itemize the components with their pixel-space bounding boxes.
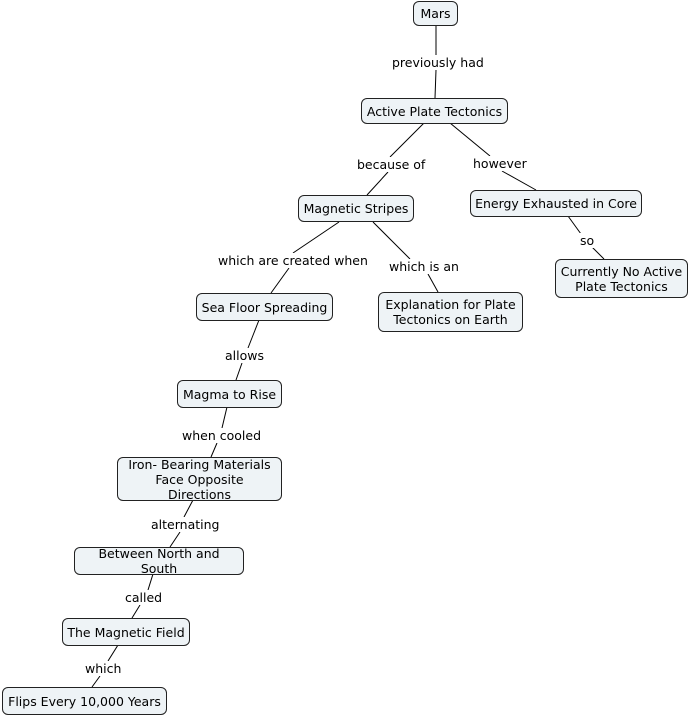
- link-called: called: [123, 590, 165, 605]
- edge-created-when-to-sea-floor: [270, 267, 290, 294]
- edge-because-of-to-stripes: [366, 171, 389, 196]
- edge-when-cooled-to-iron: [210, 442, 218, 458]
- link-allows: allows: [223, 348, 266, 363]
- edge-so-to-currently: [591, 246, 605, 260]
- edge-which-to-flips: [91, 675, 101, 688]
- edge-active-to-because-of: [389, 122, 425, 158]
- edge-magnetic-field-to-which: [107, 644, 119, 662]
- node-explanation[interactable]: Explanation for Plate Tectonics on Earth: [378, 292, 523, 332]
- node-magnetic-stripes[interactable]: Magnetic Stripes: [298, 195, 414, 222]
- node-between-north-south[interactable]: Between North and South: [74, 546, 244, 576]
- node-iron-bearing-label: Iron- Bearing Materials Face Opposite Di…: [128, 456, 271, 502]
- node-energy-exhausted[interactable]: Energy Exhausted in Core: [470, 190, 642, 217]
- node-magnetic-stripes-label: Magnetic Stripes: [303, 201, 409, 216]
- node-energy-exhausted-label: Energy Exhausted in Core: [475, 196, 637, 211]
- edge-active-to-however: [449, 122, 491, 157]
- node-mars[interactable]: Mars: [413, 1, 458, 26]
- edge-between-to-called: [147, 573, 154, 591]
- node-active-plate-tectonics[interactable]: Active Plate Tectonics: [361, 98, 508, 124]
- link-which: which: [83, 661, 124, 676]
- node-magma-to-rise-label: Magma to Rise: [182, 386, 277, 402]
- link-which-are-created-when: which are created when: [216, 253, 370, 268]
- link-however: however: [471, 156, 529, 171]
- node-sea-floor-spreading-label: Sea Floor Spreading: [201, 299, 328, 315]
- node-magnetic-field-label: The Magnetic Field: [67, 624, 185, 640]
- link-because-of: because of: [355, 157, 428, 172]
- link-which-is-an: which is an: [387, 259, 461, 274]
- node-active-plate-tectonics-label: Active Plate Tectonics: [366, 103, 503, 119]
- link-so: so: [578, 233, 597, 248]
- edge-called-to-magnetic-field: [131, 604, 141, 619]
- node-flips-label: Flips Every 10,000 Years: [8, 693, 161, 709]
- edge-energy-to-so: [567, 215, 582, 235]
- edge-stripes-to-created-when: [292, 221, 340, 254]
- edge-which-is-an-to-explanation: [427, 273, 439, 293]
- edge-alternating-to-between: [169, 531, 181, 548]
- node-currently-no-active-label: Currently No Active Plate Tectonics: [560, 263, 683, 294]
- node-explanation-label: Explanation for Plate Tectonics on Earth: [385, 297, 516, 327]
- node-flips[interactable]: Flips Every 10,000 Years: [2, 687, 167, 715]
- node-magnetic-field[interactable]: The Magnetic Field: [62, 618, 190, 646]
- node-currently-no-active[interactable]: Currently No Active Plate Tectonics: [555, 259, 688, 298]
- edge-iron-to-alternating: [183, 499, 194, 518]
- edge-magma-to-when-cooled: [221, 406, 228, 429]
- edge-however-to-energy: [501, 170, 537, 191]
- link-alternating: alternating: [149, 517, 222, 532]
- link-when-cooled: when cooled: [180, 428, 263, 443]
- edge-previously-had-to-active: [434, 69, 437, 99]
- edge-allows-to-magma: [235, 362, 243, 381]
- edge-stripes-to-which-is-an: [372, 221, 411, 260]
- node-iron-bearing[interactable]: Iron- Bearing Materials Face Opposite Di…: [117, 456, 282, 502]
- node-sea-floor-spreading[interactable]: Sea Floor Spreading: [196, 293, 333, 321]
- node-mars-label: Mars: [420, 6, 451, 21]
- edge-sea-floor-to-allows: [247, 319, 260, 349]
- node-between-north-south-label: Between North and South: [98, 546, 220, 576]
- link-previously-had: previously had: [390, 55, 486, 70]
- node-magma-to-rise[interactable]: Magma to Rise: [177, 380, 282, 408]
